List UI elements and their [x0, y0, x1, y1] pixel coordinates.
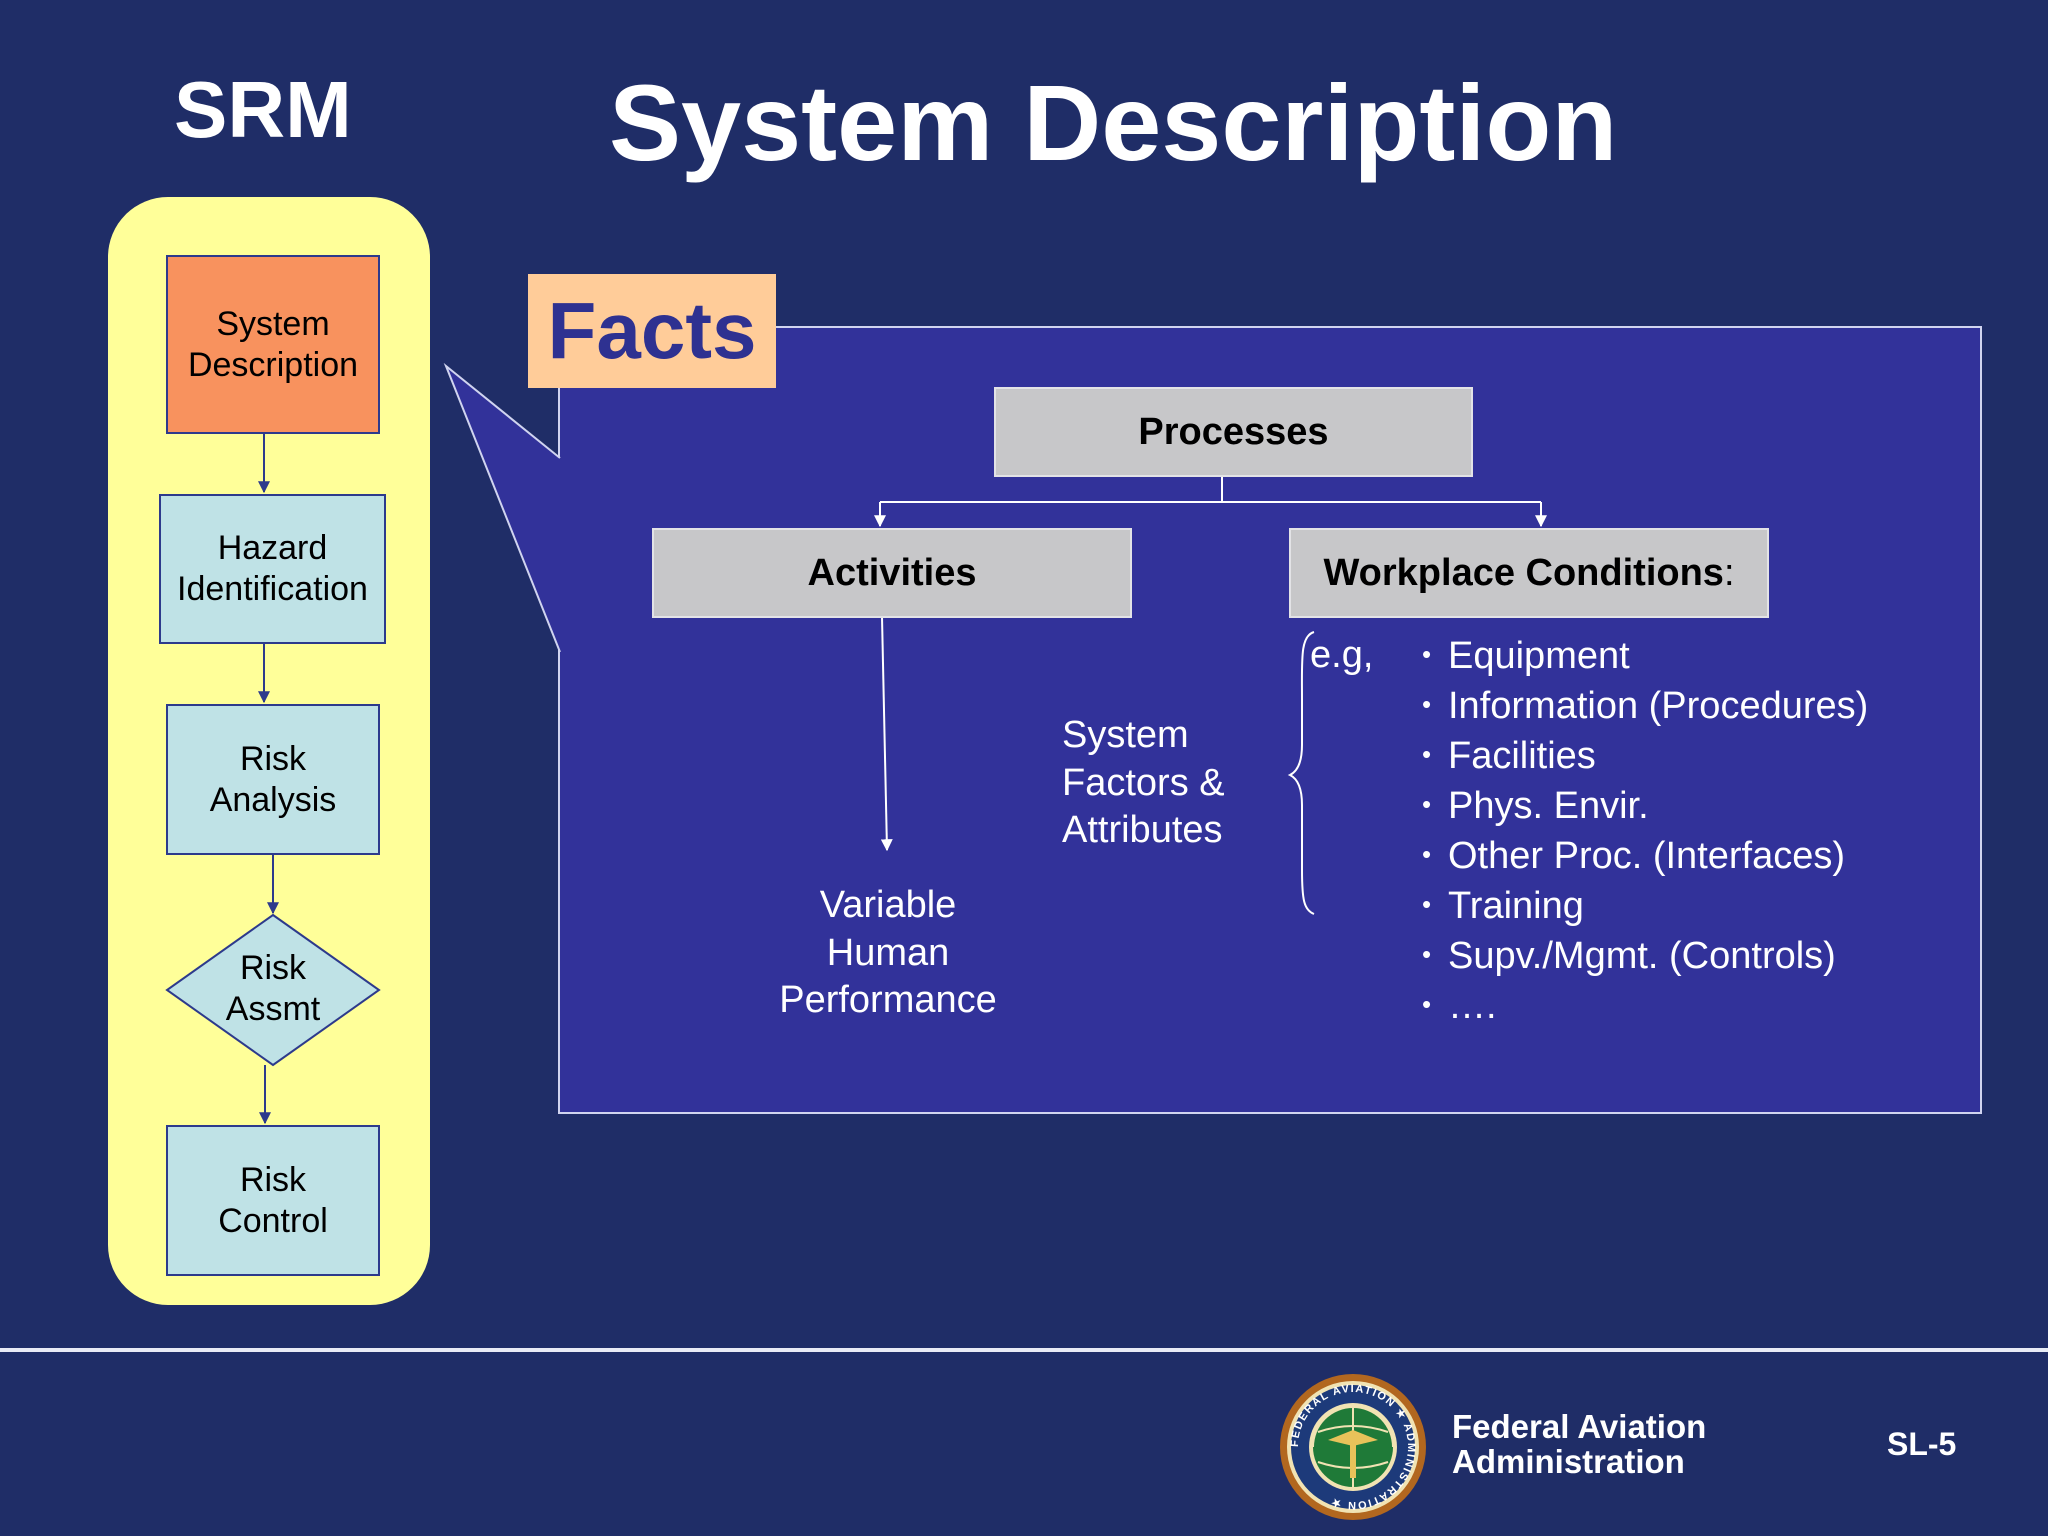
eg-label: e.g,: [1310, 634, 1374, 676]
org-name-line: Administration: [1452, 1442, 1685, 1480]
org-name-line: Federal Aviation: [1452, 1408, 1707, 1445]
activities-arrow: [880, 616, 893, 852]
text-line: Variable: [819, 884, 957, 926]
flow-step-risk-assessment: Risk Assmt: [167, 948, 379, 1030]
text-line: Factors &: [1062, 761, 1225, 804]
list-item: •Phys. Envir.: [1422, 781, 1868, 831]
bullet-icon: •: [1422, 838, 1432, 869]
flow-step-label: Risk: [239, 1160, 307, 1199]
flow-step-label: Control: [218, 1201, 328, 1240]
variable-human-performance: Variable Human Performance: [752, 882, 1024, 1025]
bullet-icon: •: [1422, 639, 1432, 669]
text-line: Attributes: [1062, 809, 1223, 851]
list-item: •Training: [1422, 881, 1868, 931]
list-item: •Equipment: [1422, 631, 1868, 681]
srm-label: SRM: [174, 65, 352, 154]
footer-divider: [0, 1348, 2048, 1352]
list-item: •Other Proc. (Interfaces): [1422, 831, 1868, 881]
slide-number: SL-5: [1887, 1426, 1957, 1462]
faa-seal-logo: FEDERAL AVIATION ★ ADMINISTRATION ★: [1280, 1374, 1426, 1520]
organization-name: Federal Aviation Administration: [1452, 1408, 1707, 1480]
text-line: System: [1062, 714, 1189, 756]
workplace-conditions-list: •Equipment •Information (Procedures) •Fa…: [1422, 631, 1868, 1031]
workplace-conditions-label: Workplace Conditions: [1323, 551, 1724, 594]
slide-title: System Description: [609, 62, 1618, 183]
bullet-icon: •: [1422, 688, 1432, 719]
curly-brace: [1287, 631, 1315, 915]
flow-step-label: Identification: [177, 570, 368, 608]
flow-step-risk-assessment-diamond: [165, 913, 381, 1067]
flow-step-label: Description: [187, 345, 359, 384]
text-line: Performance: [779, 979, 997, 1021]
bullet-icon: •: [1422, 938, 1432, 969]
flow-step-label: Risk: [239, 949, 307, 987]
workplace-conditions-colon: :: [1723, 551, 1735, 594]
processes-box: Processes: [994, 387, 1473, 477]
list-item: •Supv./Mgmt. (Controls): [1422, 931, 1868, 981]
workplace-conditions-box: Workplace Conditions:: [1289, 528, 1769, 618]
list-item: •….: [1422, 981, 1868, 1031]
flow-step-label: Risk: [239, 739, 307, 778]
text-line: Human: [826, 931, 950, 974]
flow-step-label: Analysis: [209, 780, 337, 819]
system-factors-attributes: System Factors & Attributes: [1062, 712, 1225, 855]
bullet-icon: •: [1422, 888, 1432, 919]
activities-box: Activities: [652, 528, 1132, 618]
flow-step-label: Assmt: [225, 989, 321, 1028]
list-item: •Facilities: [1422, 731, 1868, 781]
bullet-icon: •: [1422, 738, 1432, 769]
flow-step-label: System: [216, 304, 330, 343]
bullet-icon: •: [1422, 988, 1432, 1019]
list-item: •Information (Procedures): [1422, 681, 1868, 731]
facts-tab: Facts: [528, 274, 776, 388]
flow-step-label: Hazard: [217, 529, 328, 568]
bullet-icon: •: [1422, 788, 1432, 819]
callout-pointer-outline: [443, 362, 561, 653]
